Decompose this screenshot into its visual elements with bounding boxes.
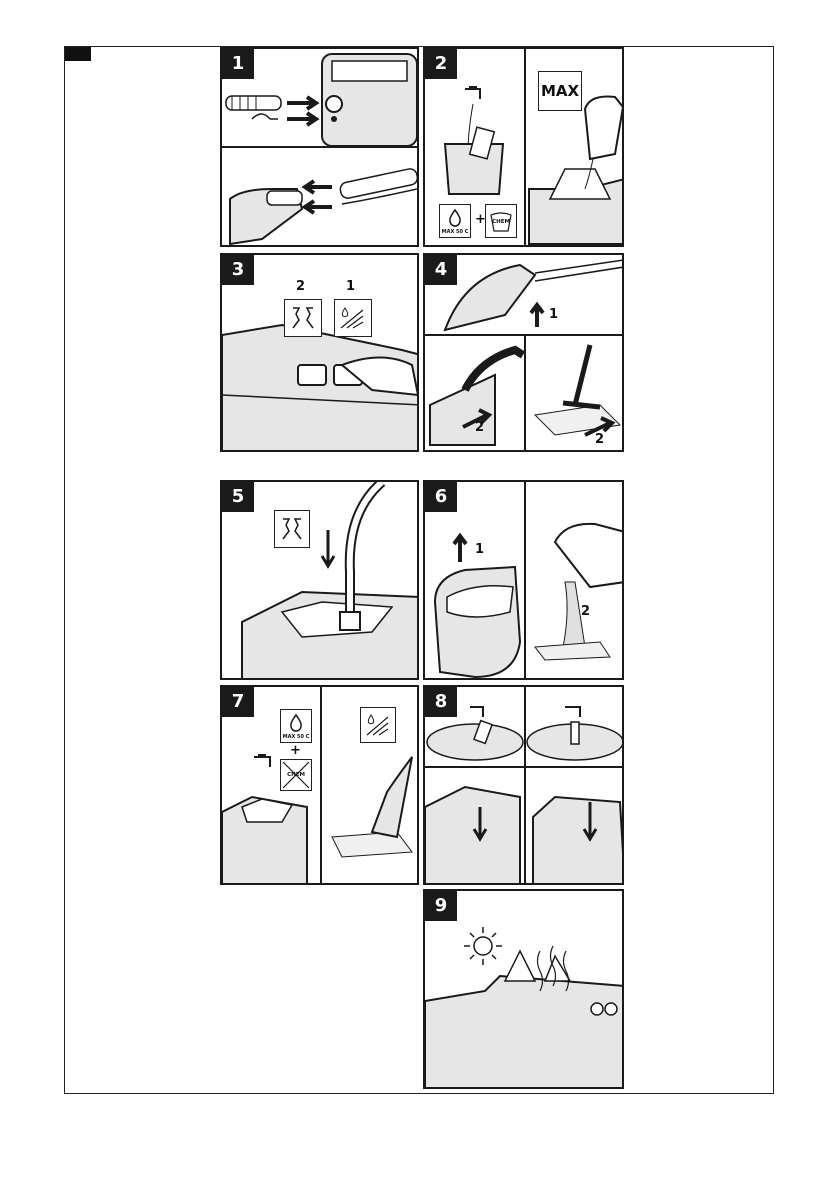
chem-label: CHEM	[486, 219, 516, 225]
sub-label-1: 1	[549, 307, 558, 322]
spray-mode-icon	[334, 299, 372, 337]
step-6-panel: 6 1 2	[423, 480, 624, 680]
sun-icon	[464, 927, 502, 965]
step-2-panel: 2 MAX MAX 50 C + CHEM	[423, 47, 624, 247]
sub-label-1: 1	[346, 279, 355, 294]
chemical-icon: CHEM	[485, 204, 517, 238]
step-4-panel: 4 1 2 2	[423, 253, 624, 452]
step-number: 1	[222, 49, 254, 79]
filter-mode-icon	[274, 510, 310, 548]
water-temp-icon: MAX 50 C	[280, 709, 312, 743]
step-number: 8	[425, 687, 457, 717]
spray-mode-icon	[360, 707, 396, 743]
plus-sign: +	[290, 743, 301, 758]
water-temp-label: MAX 50 C	[281, 734, 311, 740]
sub-label-1: 1	[475, 542, 484, 557]
page-frame	[64, 46, 774, 1094]
sub-label-2: 2	[296, 279, 305, 294]
sub-label-2: 2	[581, 604, 590, 619]
step-number: 5	[222, 482, 254, 512]
step-number: 6	[425, 482, 457, 512]
step-number: 2	[425, 49, 457, 79]
step-9-panel: 9	[423, 889, 624, 1089]
step-8-panel: 8	[423, 685, 624, 885]
sub-label-2b: 2	[595, 432, 604, 447]
max-fill-label: MAX	[538, 71, 582, 111]
sub-label-2a: 2	[475, 420, 484, 435]
step-5-panel: 5	[220, 480, 419, 680]
filter-mode-icon	[284, 299, 322, 337]
step-number: 3	[222, 255, 254, 285]
step-number: 4	[425, 255, 457, 285]
step-3-panel: 3 2 1	[220, 253, 419, 452]
water-temp-label: MAX 50 C	[440, 229, 470, 235]
step-1-panel: 1	[220, 47, 419, 247]
language-tab-marker	[65, 47, 91, 61]
no-chemical-icon: CHEM	[280, 759, 312, 791]
step-number: 9	[425, 891, 457, 921]
chem-label: CHEM	[281, 772, 311, 778]
step-number: 7	[222, 687, 254, 717]
water-temp-icon: MAX 50 C	[439, 204, 471, 238]
step-7-panel: 7 MAX 50 C + CHEM	[220, 685, 419, 885]
